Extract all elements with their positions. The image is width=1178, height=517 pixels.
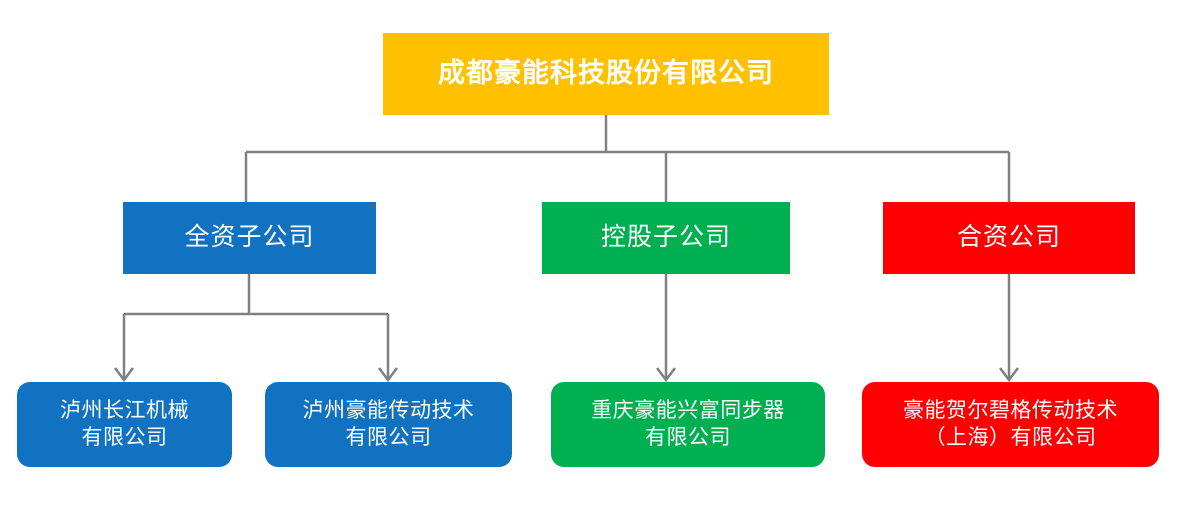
node-category-holding-label: 控股子公司	[600, 223, 731, 252]
node-company-chongqing-xingfu-label: 重庆豪能兴富同步器 有限公司	[591, 399, 785, 449]
node-company-luzhou-changjiang-label: 泸州长江机械 有限公司	[60, 399, 189, 449]
node-company-chongqing-xingfu[interactable]: 重庆豪能兴富同步器 有限公司	[551, 382, 825, 467]
node-category-wholly-owned[interactable]: 全资子公司	[123, 202, 376, 274]
arrowhead-child-1	[114, 367, 134, 383]
node-company-haoneng-hoerbiger-shanghai-label: 豪能贺尔碧格传动技术 （上海）有限公司	[903, 399, 1118, 449]
arrowhead-child-3	[656, 367, 676, 383]
node-root[interactable]: 成都豪能科技股份有限公司	[383, 33, 829, 115]
node-company-haoneng-hoerbiger-shanghai[interactable]: 豪能贺尔碧格传动技术 （上海）有限公司	[862, 382, 1159, 467]
arrowhead-child-4	[999, 367, 1019, 383]
node-root-label: 成都豪能科技股份有限公司	[438, 58, 774, 89]
node-category-joint-venture-label: 合资公司	[956, 223, 1061, 252]
node-category-holding[interactable]: 控股子公司	[542, 202, 790, 274]
node-company-luzhou-haoneng[interactable]: 泸州豪能传动技术 有限公司	[265, 382, 512, 467]
node-category-joint-venture[interactable]: 合资公司	[883, 202, 1135, 274]
node-category-wholly-owned-label: 全资子公司	[184, 223, 315, 252]
node-company-luzhou-haoneng-label: 泸州豪能传动技术 有限公司	[302, 399, 475, 449]
arrowhead-child-2	[378, 367, 398, 383]
node-company-luzhou-changjiang[interactable]: 泸州长江机械 有限公司	[17, 382, 232, 467]
